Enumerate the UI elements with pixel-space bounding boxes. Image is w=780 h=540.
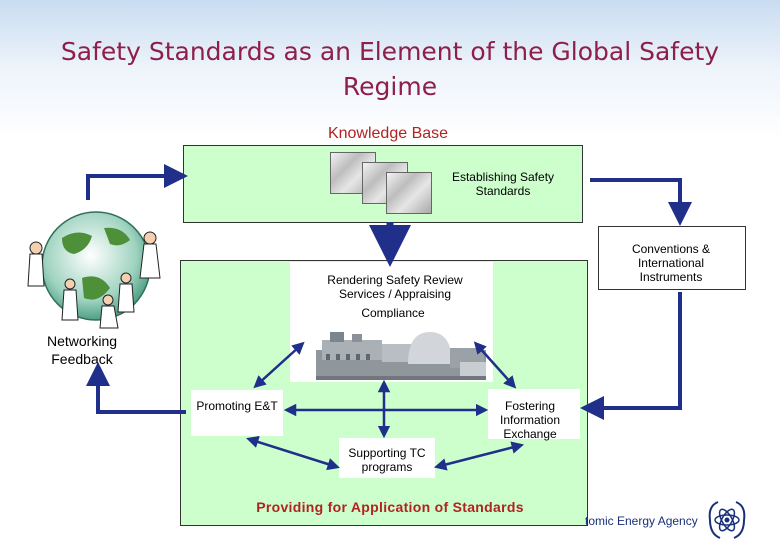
providing-label: Providing for Application of Standards (256, 499, 524, 515)
plant-to-promoting-arrow (253, 341, 305, 389)
establishing-standards-label: Establishing Safety Standards (451, 170, 555, 198)
fostering-to-supporting-arrow (433, 441, 525, 471)
feedback-arrow-top (86, 164, 188, 200)
nuclear-plant-image (312, 318, 492, 382)
rendering-review-label: Rendering Safety Review Services / Appra… (327, 273, 463, 301)
slide-title: Safety Standards as an Element of the Gl… (60, 37, 720, 101)
fostering-label: Fostering Information Exchange (499, 399, 561, 441)
fostering-box (488, 389, 580, 439)
networking-feedback-label: Networking Feedback (34, 332, 130, 368)
plant-to-fostering-arrow (473, 341, 517, 389)
conventions-label: Conventions & International Instruments (631, 242, 711, 284)
supporting-label: Supporting TC programs (348, 446, 426, 474)
promoting-box (191, 390, 283, 436)
iaea-logo (708, 501, 746, 539)
document-icon (386, 172, 432, 214)
compliance-label: Compliance (361, 306, 425, 320)
promoting-label: Promoting E&T (196, 399, 278, 413)
conventions-to-fostering-arrow (580, 292, 682, 420)
supporting-box (339, 438, 435, 478)
knowledge-to-conventions-arrow (590, 178, 692, 226)
conventions-box (598, 226, 746, 290)
agency-footer-text: tomic Energy Agency (585, 514, 698, 528)
networking-arrow (86, 362, 186, 414)
knowledge-base-label: Knowledge Base (327, 125, 449, 142)
promoting-to-supporting-arrow (246, 435, 340, 471)
globe-people-image (27, 211, 161, 329)
